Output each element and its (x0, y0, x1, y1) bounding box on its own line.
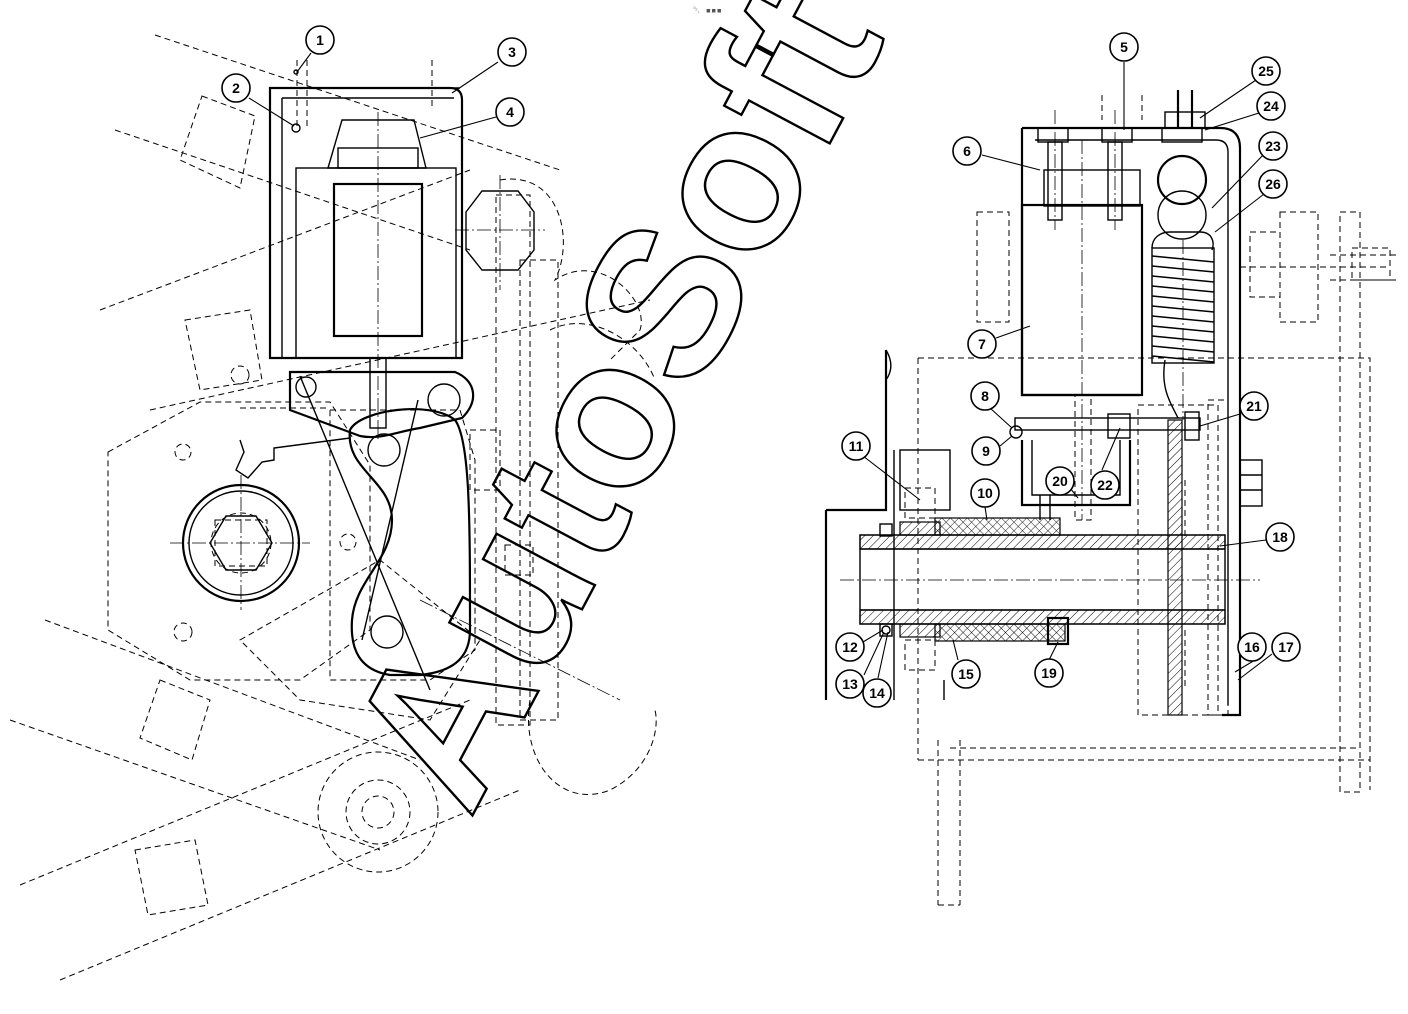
callout-24: 24 (1256, 91, 1286, 121)
svg-text:22: 22 (1097, 477, 1113, 493)
svg-text:23: 23 (1265, 138, 1281, 154)
svg-text:17: 17 (1278, 639, 1294, 655)
callout-19: 19 (1034, 658, 1064, 688)
shaft-hub-left (170, 475, 310, 610)
svg-text:3: 3 (508, 44, 516, 60)
callout-11: 11 (841, 431, 871, 461)
callout-8: 8 (970, 381, 1000, 411)
svg-text:5: 5 (1120, 39, 1128, 55)
callout-14: 14 (862, 678, 892, 708)
callout-17: 17 (1271, 632, 1301, 662)
svg-text:4: 4 (506, 104, 514, 120)
svg-text:20: 20 (1052, 473, 1068, 489)
callout-21: 21 (1239, 391, 1269, 421)
hex-nut-left (455, 175, 545, 290)
svg-text:21: 21 (1246, 398, 1262, 414)
spring-right (1151, 90, 1215, 420)
callout-6: 6 (952, 136, 982, 166)
svg-text:12: 12 (842, 639, 858, 655)
callout-26: 26 (1258, 169, 1288, 199)
svg-text:25: 25 (1258, 63, 1274, 79)
callout-23: 23 (1258, 131, 1288, 161)
left-view (9, 34, 657, 981)
callout-2: 2 (221, 73, 251, 103)
callout-3: 3 (497, 37, 527, 67)
callout-15: 15 (951, 659, 981, 689)
callout-9: 9 (971, 436, 1001, 466)
svg-text:18: 18 (1272, 529, 1288, 545)
svg-text:7: 7 (978, 336, 986, 352)
shaft-section-right (840, 517, 1260, 646)
callout-12: 12 (835, 632, 865, 662)
svg-text:1: 1 (316, 32, 324, 48)
callout-18: 18 (1265, 522, 1295, 552)
callout-16: 16 (1237, 632, 1267, 662)
svg-text:10: 10 (977, 485, 993, 501)
callout-4: 4 (495, 97, 525, 127)
coil-housing-left (268, 60, 464, 440)
right-phantom-lines (904, 95, 1400, 906)
svg-text:9: 9 (982, 443, 990, 459)
svg-text:26: 26 (1265, 176, 1281, 192)
coil-body-right (1020, 110, 1144, 521)
watermark: AutoSoft (301, 0, 927, 842)
svg-text:24: 24 (1263, 98, 1279, 114)
callout-7: 7 (967, 329, 997, 359)
watermark-text: AutoSoft (302, 0, 926, 841)
svg-text:11: 11 (849, 438, 864, 454)
lever-assembly-left (235, 370, 475, 691)
side-plate-right (1167, 399, 1263, 716)
svg-text:8: 8 (981, 388, 989, 404)
sheet-mark: ␡ ▪▪▪ (693, 6, 722, 16)
callout-10: 10 (970, 478, 1000, 508)
callout-22: 22 (1090, 470, 1120, 500)
callout-20: 20 (1045, 466, 1075, 496)
callout-1: 1 (305, 25, 335, 55)
svg-text:14: 14 (869, 685, 885, 701)
svg-text:19: 19 (1041, 665, 1057, 681)
callout-25: 25 (1251, 56, 1281, 86)
lever-bar-right (824, 349, 951, 700)
leader-lines (248, 52, 1273, 681)
svg-text:6: 6 (963, 143, 971, 159)
callout-5: 5 (1109, 32, 1139, 62)
left-phantom-lines (9, 34, 657, 981)
svg-text:15: 15 (958, 666, 974, 682)
svg-text:13: 13 (842, 676, 858, 692)
callout-13: 13 (835, 669, 865, 699)
svg-text:2: 2 (232, 80, 240, 96)
svg-text:16: 16 (1244, 639, 1260, 655)
